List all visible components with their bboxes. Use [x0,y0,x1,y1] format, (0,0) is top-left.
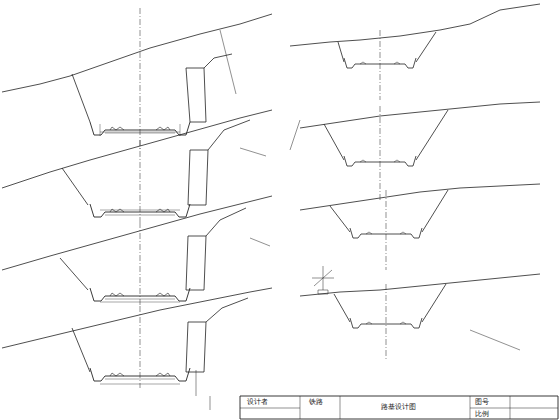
title-block-text: 路基设计图 [380,404,417,411]
title-block-text: 铁路 [308,399,324,406]
title-block-text: 比例 [474,411,490,418]
title-block-text: 设计者 [246,399,269,406]
title-block-text: 图号 [474,399,490,406]
